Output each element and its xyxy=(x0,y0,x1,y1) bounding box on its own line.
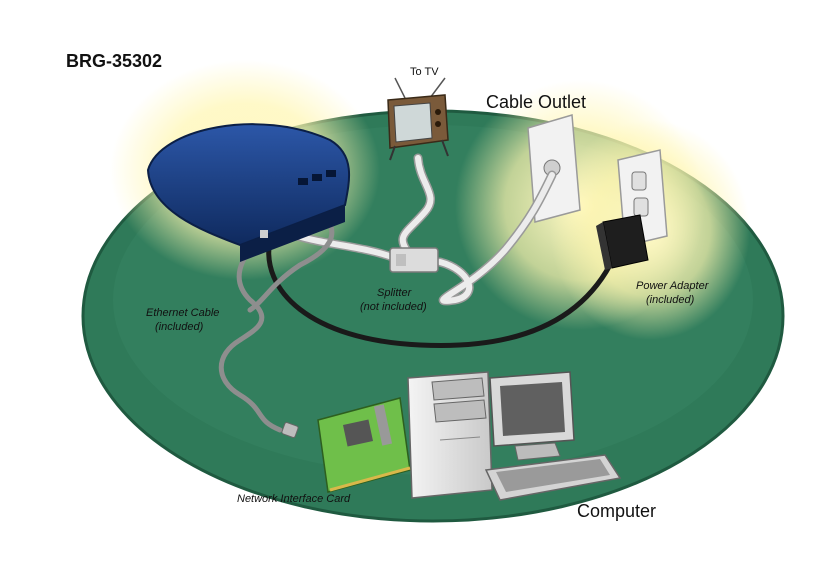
computer-label: Computer xyxy=(577,501,656,521)
to-tv-label: To TV xyxy=(410,66,439,78)
power-adapter-label: Power Adapter xyxy=(636,280,710,292)
ethernet-cable-note: (included) xyxy=(155,321,204,333)
ethernet-cable-label: Ethernet Cable xyxy=(146,307,219,319)
computer-tower-icon xyxy=(408,372,492,498)
splitter-note: (not included) xyxy=(360,301,427,313)
power-adapter-note: (included) xyxy=(646,294,695,306)
splitter-icon xyxy=(390,248,438,272)
splitter-label: Splitter xyxy=(377,287,413,299)
model-title: BRG-35302 xyxy=(66,51,162,71)
cable-outlet-label: Cable Outlet xyxy=(486,92,586,112)
power-adapter-icon xyxy=(596,215,648,270)
network-interface-card-label: Network Interface Card xyxy=(237,493,351,505)
